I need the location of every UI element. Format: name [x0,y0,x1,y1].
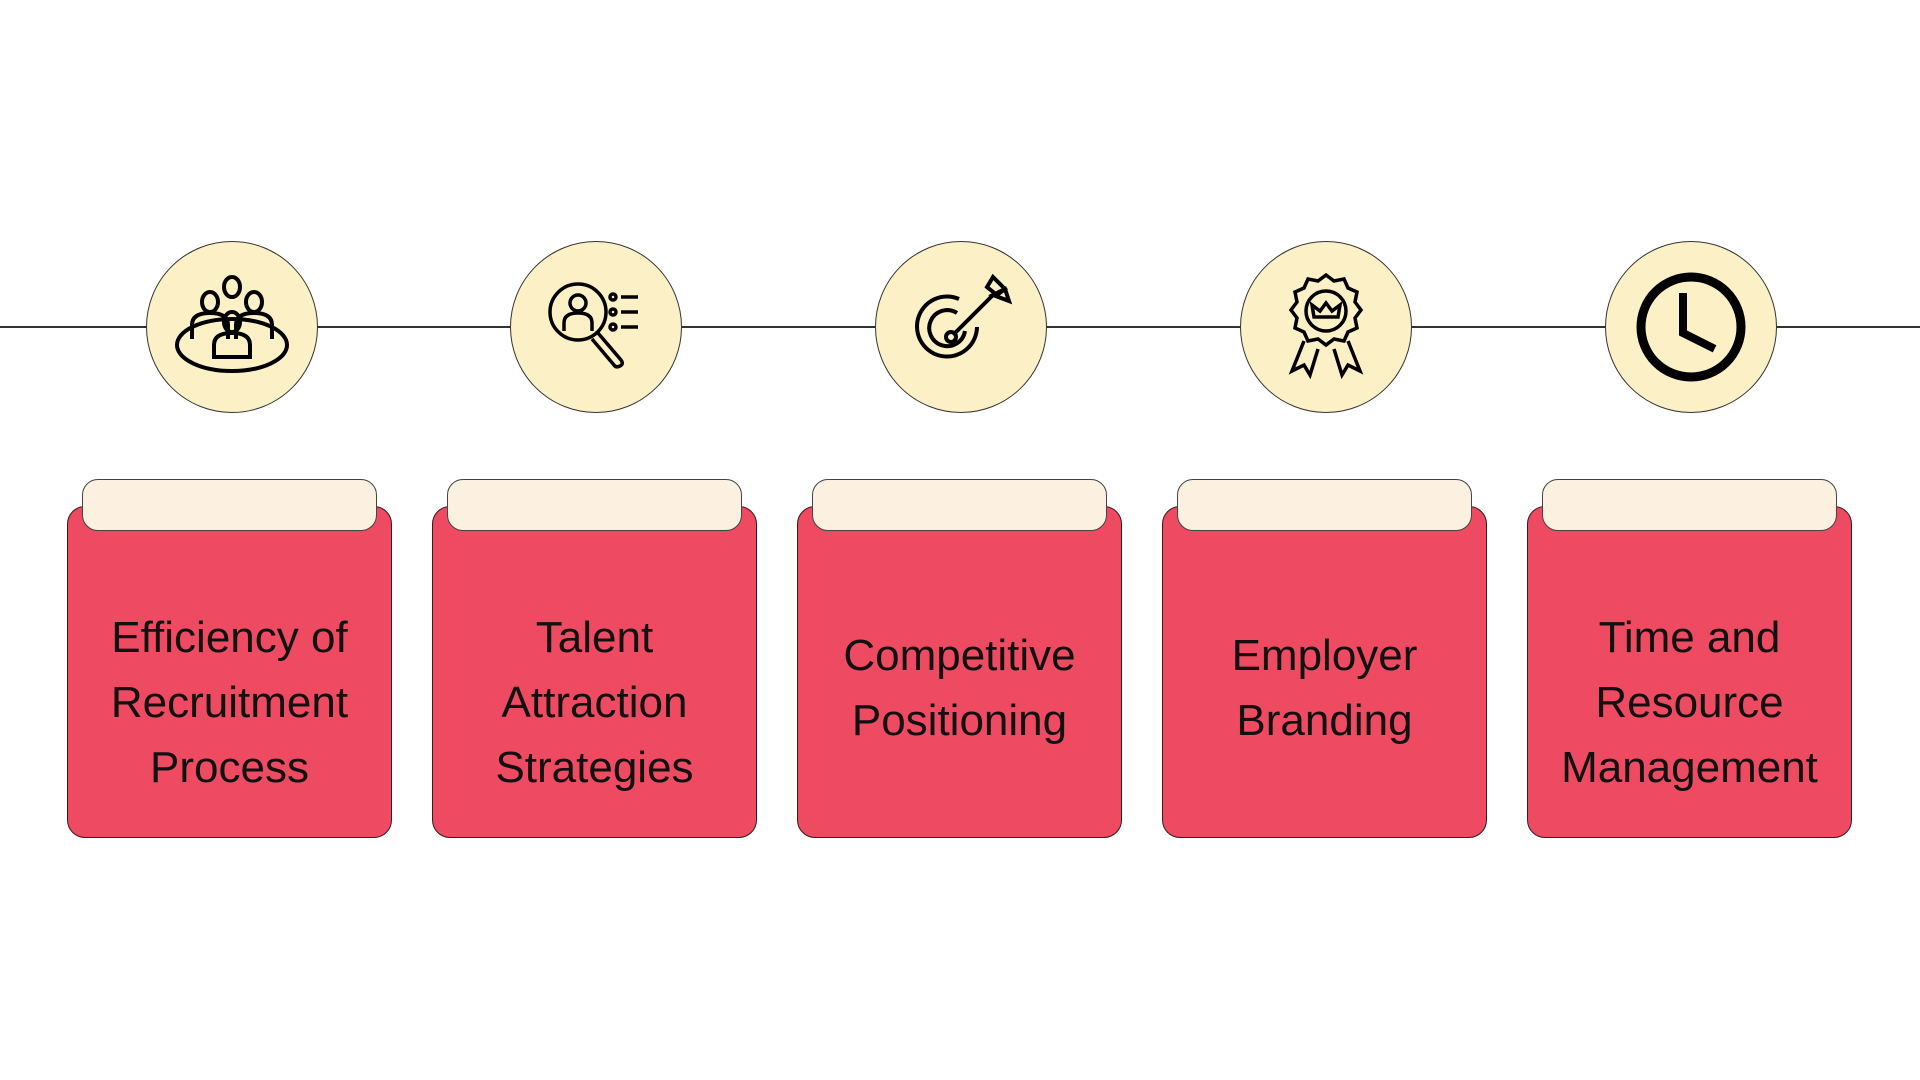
award-badge-icon [1288,272,1364,380]
icon-circle-2 [510,241,682,413]
target-icon [915,273,1013,359]
card-time-resource-management: Time and Resource Management [1527,506,1852,838]
card-label: Talent Attraction Strategies [495,612,694,792]
card-tab [812,479,1107,531]
card-label: Competitive Positioning [843,631,1076,745]
clock-icon [1636,272,1746,382]
card-competitive-positioning: Competitive Positioning [797,506,1122,838]
card-employer-branding: Employer Branding [1162,506,1487,838]
icon-circle-3 [875,241,1047,413]
card-label: Time and Resource Management [1561,612,1818,792]
card-tab [82,479,377,531]
icon-circle-5 [1605,241,1777,413]
icon-circle-1 [146,241,318,413]
card-recruitment-efficiency: Efficiency of Recruitment Process [67,506,392,838]
card-talent-attraction: Talent Attraction Strategies [432,506,757,838]
candidate-search-icon [548,282,638,369]
team-icon [175,275,289,373]
card-tab [447,479,742,531]
card-tab [1542,479,1837,531]
card-label: Employer Branding [1231,631,1418,745]
card-tab [1177,479,1472,531]
icon-circle-4 [1240,241,1412,413]
card-label: Efficiency of Recruitment Process [110,612,349,792]
